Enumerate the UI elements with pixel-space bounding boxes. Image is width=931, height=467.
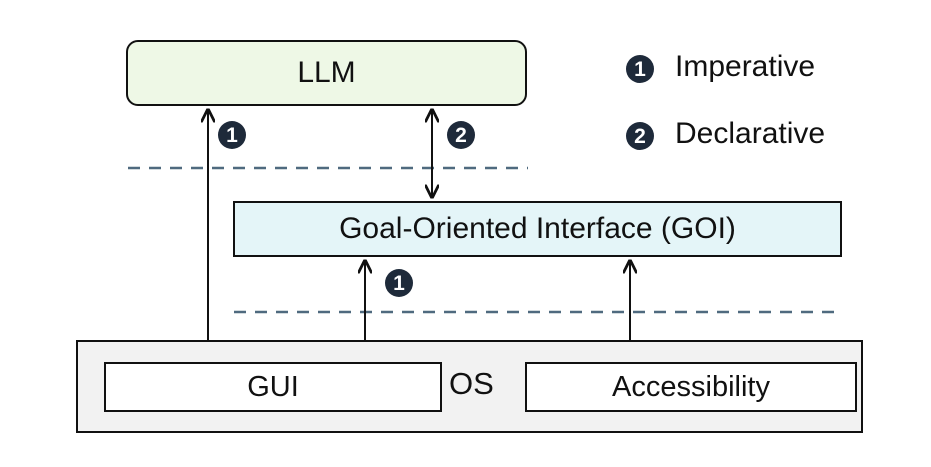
legend-declarative-badge: 2 [626,122,654,150]
legend-imperative-label: Imperative [675,50,816,83]
goi-label: Goal-Oriented Interface (GOI) [339,212,736,245]
llm-label: LLM [297,56,356,89]
gui-node: GUI [104,362,442,412]
accessibility-label: Accessibility [612,370,770,403]
os-label: OS [449,366,494,401]
badge-imperative-goi-gui: 1 [385,269,413,297]
goi-node: Goal-Oriented Interface (GOI) [233,201,842,257]
gui-label: GUI [247,370,299,403]
badge-imperative-llm-gui: 1 [218,121,246,149]
badge-declarative-llm-goi: 2 [447,121,475,149]
legend-declarative-label: Declarative [675,117,826,150]
legend-imperative-badge: 1 [626,55,654,83]
llm-node: LLM [126,40,527,106]
accessibility-node: Accessibility [525,362,857,412]
